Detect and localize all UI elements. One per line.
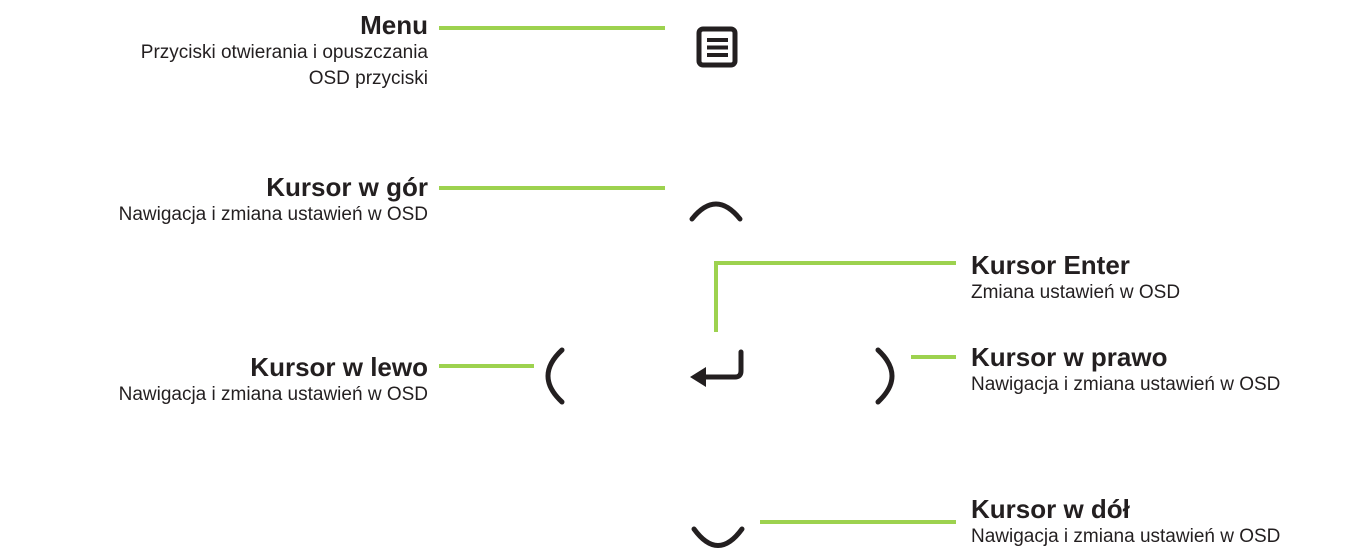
up-description: Nawigacja i zmiana ustawień w OSD [118, 204, 428, 225]
enter-description: Zmiana ustawień w OSD [971, 282, 1181, 303]
enter-connector-horizontal [714, 261, 956, 265]
menu-title: Menu [360, 10, 428, 40]
left-button[interactable] [538, 344, 568, 408]
down-description: Nawigacja i zmiana ustawień w OSD [971, 526, 1281, 547]
up-button[interactable] [686, 194, 746, 230]
up-label: Kursor w gór Nawigacja i zmiana ustawień… [0, 172, 428, 228]
chevron-right-icon [875, 347, 895, 405]
left-description: Nawigacja i zmiana ustawień w OSD [118, 384, 428, 405]
left-title: Kursor w lewo [250, 352, 428, 382]
menu-icon [696, 26, 738, 68]
enter-connector-vertical [714, 261, 718, 332]
right-description: Nawigacja i zmiana ustawień w OSD [971, 374, 1281, 395]
chevron-down-icon [691, 526, 745, 548]
right-button[interactable] [872, 344, 902, 408]
down-title: Kursor w dół [971, 494, 1130, 524]
enter-label: Kursor Enter Zmiana ustawień w OSD [971, 250, 1361, 306]
left-label: Kursor w lewo Nawigacja i zmiana ustawie… [0, 352, 428, 408]
menu-label: Menu Przyciski otwierania i opuszczania … [0, 10, 428, 92]
right-label: Kursor w prawo Nawigacja i zmiana ustawi… [971, 342, 1366, 398]
right-connector-line [911, 355, 956, 359]
left-connector-line [439, 364, 534, 368]
down-button[interactable] [688, 524, 748, 559]
menu-connector-line [439, 26, 665, 30]
right-title: Kursor w prawo [971, 342, 1168, 372]
chevron-up-icon [689, 201, 743, 222]
enter-icon [690, 349, 744, 387]
menu-description: Przyciski otwierania i opuszczania OSD p… [140, 42, 428, 89]
down-label: Kursor w dół Nawigacja i zmiana ustawień… [971, 494, 1366, 550]
chevron-left-icon [545, 347, 565, 405]
menu-button[interactable] [696, 26, 740, 70]
down-connector-line [760, 520, 956, 524]
up-title: Kursor w gór [266, 172, 428, 202]
enter-button[interactable] [686, 348, 748, 388]
up-connector-line [439, 186, 665, 190]
enter-title: Kursor Enter [971, 250, 1130, 280]
